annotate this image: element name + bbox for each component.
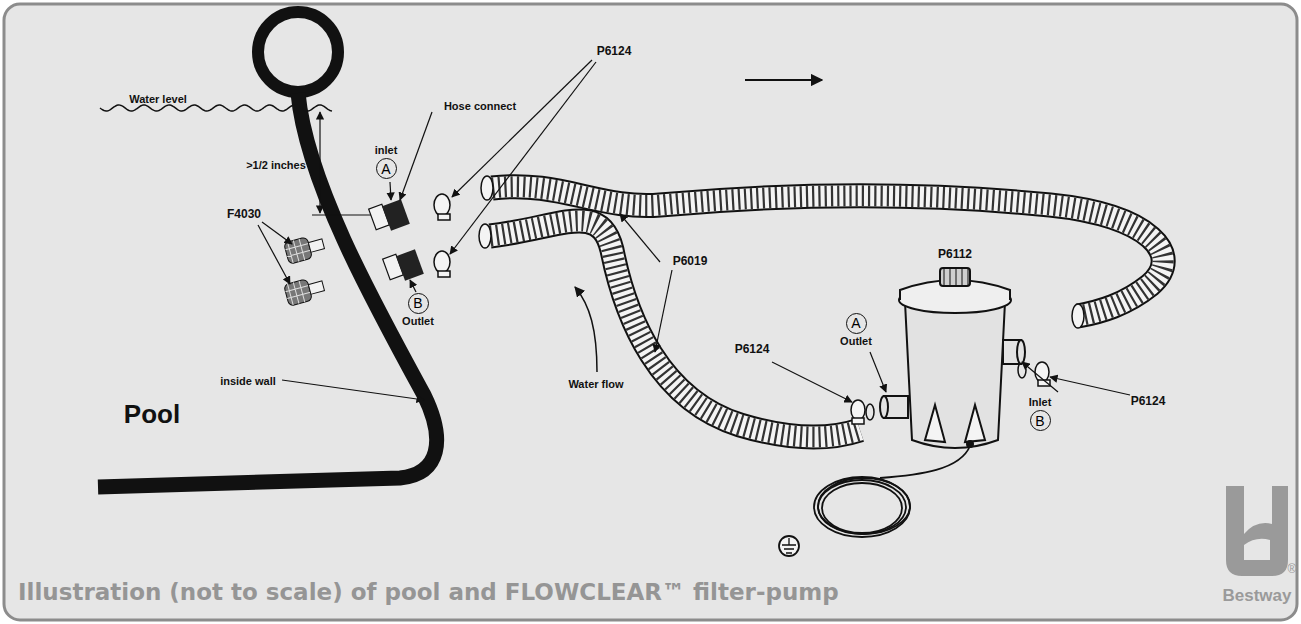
frame [4,4,1297,620]
wall-label: inside wall [220,375,276,387]
part-number: P6124 [1131,395,1166,408]
callout-circle: InletB [1029,396,1052,432]
leader-lines [258,60,1130,402]
registered-mark: ® [1288,563,1297,576]
flow-arrow [575,287,597,372]
brand-name: Bestway [1223,587,1292,606]
pool-label: Pool [124,400,180,429]
brand-logo [1226,486,1288,576]
flow-arrow [745,79,822,81]
water-level-line [100,105,332,111]
part-number: P6112 [938,248,972,261]
strainers [284,233,326,306]
wall-fittings [369,199,424,280]
power-cord [779,446,970,556]
port-label: inlet [375,144,398,157]
port-label: Outlet [402,315,434,328]
part-number: P6124 [597,45,632,58]
hoses [479,176,1163,437]
callout-letter: B [408,293,429,314]
part-label: Hose connect [444,100,516,112]
callout-letter: A [376,158,397,179]
pool-wall [98,93,437,487]
dimension-label: >1/2 inches [246,159,306,171]
callout-circle: AOutlet [840,312,872,348]
callout-letter: A [846,313,867,334]
pool-rim [258,12,338,92]
port-label: Inlet [1029,396,1052,409]
callout-circle: BOutlet [402,292,434,328]
part-number: P6124 [735,343,770,356]
water-level-label: Water level [129,93,187,105]
part-number: P6019 [673,255,708,268]
callout-letter: B [1030,410,1051,431]
callout-circle: inletA [375,144,398,180]
filter-pump [880,268,1025,448]
caption: Illustration (not to scale) of pool and … [18,580,839,605]
flow-label: Water flow [568,378,623,390]
dimension-line [312,214,372,215]
port-label: Outlet [840,335,872,348]
dimension-arrow [319,112,320,213]
part-number: F4030 [227,208,261,221]
